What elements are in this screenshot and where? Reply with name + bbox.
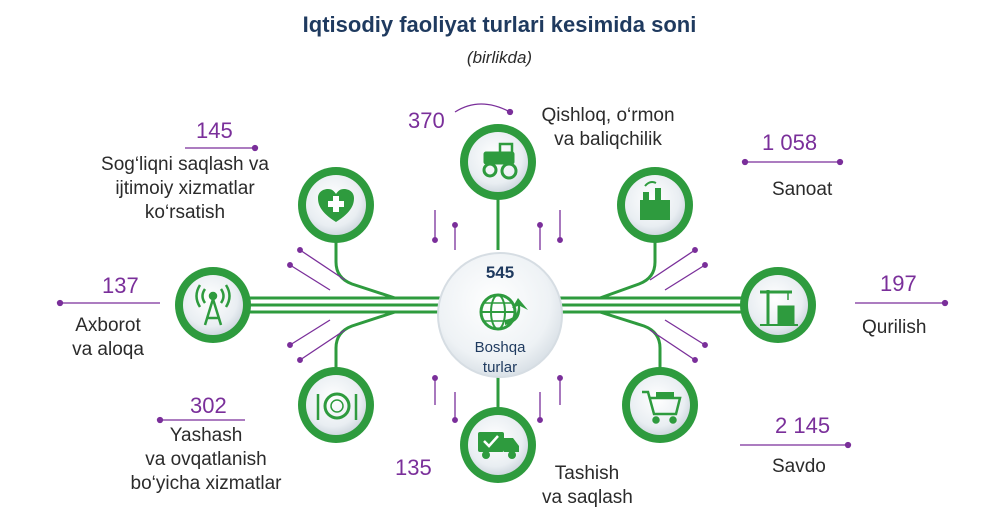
label-industry: Sanoat	[772, 178, 832, 202]
label-construction: Qurilish	[862, 316, 926, 340]
health-shield-icon	[318, 189, 354, 222]
antenna-icon	[195, 284, 231, 326]
connector-lines	[250, 188, 745, 415]
node-agriculture	[460, 124, 536, 200]
value-agriculture: 370	[408, 108, 445, 133]
label-line: ijtimoiy xizmatlar	[115, 178, 255, 199]
label-line: Sanoat	[772, 179, 833, 200]
center-value: 545	[485, 263, 515, 282]
value-trade: 2 145	[775, 413, 831, 438]
value-hospitality: 302	[190, 393, 227, 418]
truck-icon	[478, 432, 519, 459]
factory-icon	[640, 181, 670, 220]
label-transport: Tashish va saqlash	[542, 462, 633, 510]
label-hospitality: Yashash va ovqatlanish bo‘yicha xizmatla…	[118, 424, 294, 496]
label-line: Savdo	[772, 456, 826, 477]
value-health: 145	[196, 118, 233, 143]
node-hospitality	[298, 367, 374, 443]
accent-lines	[56, 103, 949, 449]
label-trade: Savdo	[772, 455, 826, 479]
center-label-line1: Boshqa	[474, 339, 526, 356]
label-line: Qishloq, o‘rmon	[541, 105, 675, 126]
globe-icon	[479, 293, 528, 331]
label-line: bo‘yicha xizmatlar	[130, 473, 282, 494]
node-industry	[617, 167, 693, 243]
label-line: Axborot	[75, 315, 141, 336]
label-line: Yashash	[169, 425, 243, 446]
node-communication	[175, 267, 251, 343]
label-line: va ovqatlanish	[145, 449, 267, 470]
node-trade	[622, 367, 698, 443]
plate-icon	[316, 392, 358, 420]
label-communication: Axborot va aloqa	[68, 314, 148, 362]
label-line: va aloqa	[72, 339, 144, 360]
label-line: Sog‘liqni saqlash va	[101, 154, 269, 175]
label-line: va baliqchilik	[554, 129, 662, 150]
node-construction	[740, 267, 816, 343]
value-industry: 1 058	[762, 130, 818, 155]
value-transport: 135	[395, 455, 432, 480]
node-transport	[460, 407, 536, 483]
value-construction: 197	[880, 271, 917, 296]
label-line: Qurilish	[862, 317, 927, 338]
center-node	[437, 252, 563, 378]
value-communication: 137	[102, 273, 139, 298]
label-line: va saqlash	[542, 487, 633, 508]
crane-icon	[760, 290, 798, 326]
chart-title: Iqtisodiy faoliyat turlari kesimida soni	[302, 12, 697, 37]
label-line: Tashish	[554, 463, 620, 484]
center-label-line2: turlar	[482, 359, 518, 376]
cart-icon	[642, 390, 682, 424]
node-health	[298, 167, 374, 243]
tractor-icon	[482, 142, 518, 180]
label-agriculture: Qishloq, o‘rmon va baliqchilik	[528, 104, 688, 152]
label-health: Sog‘liqni saqlash va ijtimoiy xizmatlar …	[85, 153, 285, 225]
chart-subtitle: (birlikda)	[466, 48, 533, 67]
label-line: ko‘rsatish	[144, 202, 226, 223]
center-label: Boshqa turlar	[440, 338, 560, 378]
